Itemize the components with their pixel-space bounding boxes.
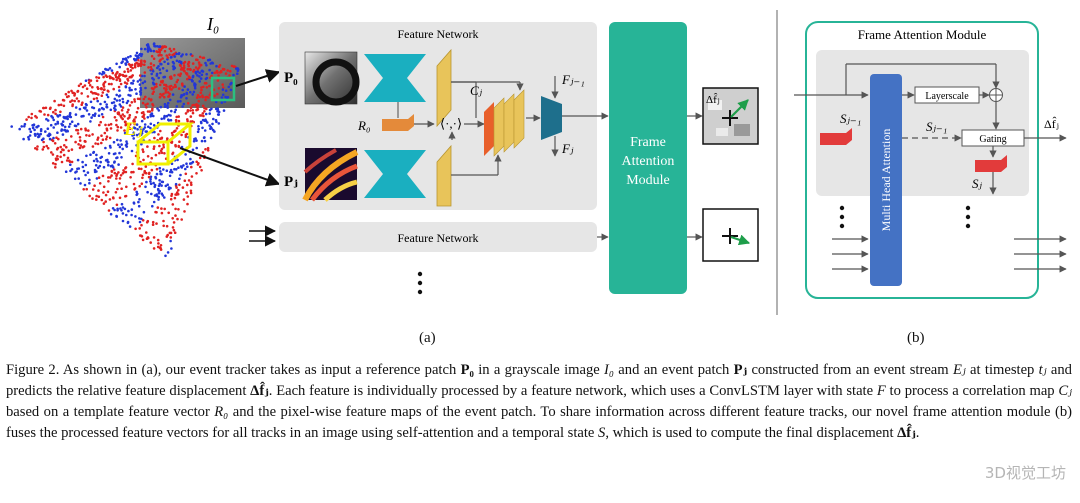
reference-patch-box [210,76,236,102]
fam-detail-title: Frame Attention Module [858,27,987,42]
caption-text-5: and an event patch [613,362,734,378]
caption-text-13: . Each feature is individually processed… [268,383,877,399]
encoder-hourglass-bottom [364,150,426,198]
add-op-icon [989,88,1003,102]
vertical-ellipsis-b-right [965,205,971,229]
caption-delta-1: Δf̂ⱼ [250,383,269,399]
gating-label: Gating [979,134,1006,145]
arrow-to-p0 [235,69,281,87]
fam-text-3: Module [626,173,670,188]
caption-text-19: and the pixel-wise feature maps of the e… [6,404,1073,441]
vertical-ellipsis-a [417,271,423,295]
input-arrows-b [832,235,869,273]
feature-network-bottom-title: Feature Network [398,231,479,245]
ej-label: Eⱼ [123,119,144,140]
i0-label: I₀ [206,14,219,34]
subfigure-label-b: (b) [907,330,925,346]
caption-f: F [876,383,886,399]
template-vector-r0 [382,114,414,131]
caption-text-3: in a grayscale image [473,362,605,378]
correlation-map-3 [503,93,515,153]
caption-delta-2: Δf̂ⱼ [897,425,916,441]
architecture-diagram: Eⱼ I₀ Feature Network P₀ Pⱼ R₀ ⟨·,·⟩ [10,10,1067,315]
arrow-to-pj [179,147,281,187]
fam-text-2: Attention [622,154,675,169]
correlation-map-4 [513,89,525,149]
output-arrows-b [1014,235,1067,273]
vertical-ellipsis-b-left [839,205,845,229]
caption-text-7: constructed from an event stream [747,362,953,378]
caption-s: S [598,425,606,441]
figure-caption: Figure 2. As shown in (a), our event tra… [6,360,1072,444]
sj-minus-1-left: Sⱼ₋₁ [840,111,861,126]
fj-label: Fⱼ [561,141,574,156]
encoder-hourglass-top [364,54,426,102]
sj-minus-1-mid: Sⱼ₋₁ [926,119,947,134]
sj-label: Sⱼ [972,176,983,191]
multi-head-attention-block [870,74,902,286]
watermark: 3D视觉工坊 [984,464,1066,482]
caption-text-15: to process a correlation map [885,383,1059,399]
fj-minus-label: Fⱼ₋₁ [561,72,585,87]
feature-map-bottom [436,144,452,207]
caption-text-11: and predicts the relative feature displa… [6,362,1072,399]
caption-text-9: at timestep [965,362,1039,378]
frame-attention-module-detail: Frame Attention Module Multi Head Attent… [794,21,1067,299]
correlation-map-2 [493,97,505,157]
caption-tj: tⱼ [1038,362,1047,378]
grayscale-image [140,38,245,108]
state-block-left [820,128,852,145]
p0-label: P₀ [284,70,298,86]
frame-attention-module-block: Frame Attention Module [609,22,687,294]
caption-i0: I₀ [604,362,614,378]
subfigure-label-a: (a) [419,330,436,346]
cj-label: Cⱼ [470,83,483,98]
caption-ej: Eⱼ [952,362,966,378]
event-volume-box [136,122,195,166]
layerscale-label: Layerscale [925,91,969,102]
event-patch-image [302,148,359,202]
output-patch-bottom [702,208,759,262]
delta-f-right: Δf̂ⱼ [1044,116,1059,131]
feature-network-top: Feature Network P₀ Pⱼ R₀ ⟨·,·⟩ Cⱼ [279,22,609,210]
caption-text-17: based on a template feature vector [6,404,215,420]
feature-network-bottom: Feature Network [249,222,609,295]
convlstm-block [541,96,562,140]
state-block-right [975,155,1007,172]
mha-label: Multi Head Attention [879,129,893,232]
caption-pj: Pⱼ [733,362,748,378]
caption-r0: R₀ [214,404,229,420]
caption-text-23: . [915,425,920,441]
feature-network-title: Feature Network [398,27,479,41]
fam-text-1: Frame [630,135,666,150]
caption-p0: P₀ [460,362,474,378]
caption-text-1: Figure 2. As shown in (a), our event tra… [6,362,461,378]
caption-cj: Cⱼ [1058,383,1072,399]
caption-text-21: , which is used to compute the final dis… [605,425,898,441]
feature-map-top [436,48,452,128]
correlation-map-1 [484,102,494,156]
event-point-cloud: Eⱼ I₀ [10,14,281,258]
delta-f-top: Δf̂ⱼ [706,92,720,106]
output-patch-top: Δf̂ⱼ [702,87,759,145]
pj-label: Pⱼ [284,174,298,190]
correlation-op: ⟨·,·⟩ [440,116,462,131]
r0-label: R₀ [357,118,370,133]
